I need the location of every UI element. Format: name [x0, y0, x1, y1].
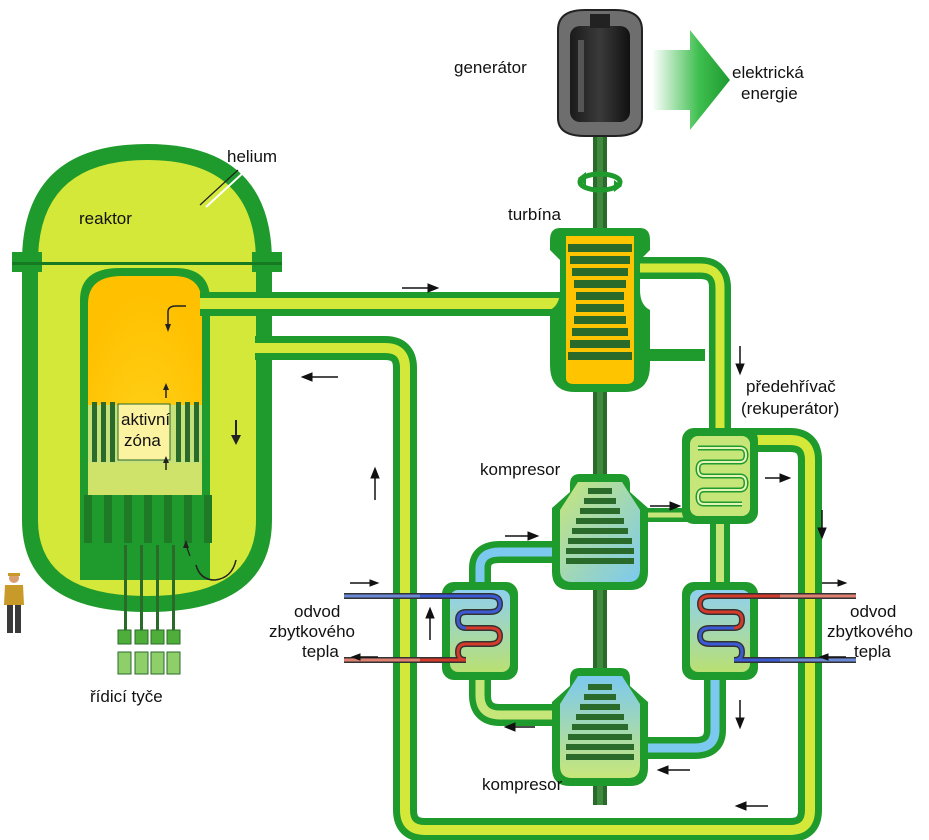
turbine	[550, 228, 650, 392]
flow-arrow-icon	[818, 653, 846, 661]
generator	[557, 9, 643, 137]
helium-label: helium	[227, 147, 277, 166]
flow-arrow-icon	[656, 765, 690, 775]
flow-arrow-icon	[350, 579, 380, 587]
cooler-right	[682, 582, 856, 680]
waste-heat-right-label-3: tepla	[854, 642, 891, 661]
electric-energy-label-1: elektrická	[732, 63, 804, 82]
waste-heat-right-label-2: zbytkového	[827, 622, 913, 641]
compressor-lower	[552, 668, 648, 786]
control-rods-upper	[92, 402, 199, 462]
flow-arrow-icon	[425, 606, 435, 640]
generator-label: generátor	[454, 58, 527, 77]
control-rods-lower	[84, 495, 212, 543]
energy-arrow-icon	[652, 30, 730, 130]
flow-arrow-icon	[402, 283, 440, 293]
flow-arrow-icon	[650, 501, 682, 511]
flow-arrow-icon	[822, 579, 848, 587]
waste-heat-left-label-2: zbytkového	[269, 622, 355, 641]
preheater-label-2: (rekuperátor)	[741, 399, 839, 418]
preheater-recuperator	[682, 428, 758, 524]
turbine-label: turbína	[508, 205, 561, 224]
flow-arrow-icon	[734, 801, 768, 811]
flow-arrows	[300, 283, 848, 811]
core-label-1: aktivní	[121, 410, 170, 429]
reactor-label: reaktor	[79, 209, 132, 228]
compressor-lower-label: kompresor	[482, 775, 563, 794]
flow-arrow-icon	[817, 510, 827, 540]
person-icon	[4, 573, 24, 633]
turbine-blades	[568, 244, 632, 360]
flow-arrow-icon	[505, 531, 540, 541]
electric-energy-label-2: energie	[741, 84, 798, 103]
reactor-vessel	[12, 144, 282, 675]
waste-heat-left-label-3: tepla	[302, 642, 339, 661]
compressor-upper	[552, 474, 648, 590]
pipes	[200, 257, 822, 840]
flow-arrow-icon	[735, 346, 745, 376]
rod-drives	[117, 545, 181, 675]
compressor-upper-label: kompresor	[480, 460, 561, 479]
control-rods-label: řídicí tyče	[90, 687, 163, 706]
waste-heat-right-label-1: odvod	[850, 602, 896, 621]
core-label-2: zóna	[124, 431, 161, 450]
preheater-label-1: předehřívač	[746, 377, 836, 396]
flow-arrow-icon	[735, 700, 745, 730]
cooler-left	[344, 582, 518, 680]
flow-arrow-icon	[370, 466, 380, 500]
flow-arrow-icon	[503, 722, 535, 732]
waste-heat-left-label-1: odvod	[294, 602, 340, 621]
flow-arrow-icon	[300, 372, 338, 382]
rotation-arrow-icon	[577, 171, 623, 193]
flow-arrow-icon	[350, 653, 378, 661]
flow-arrow-icon	[765, 473, 792, 483]
